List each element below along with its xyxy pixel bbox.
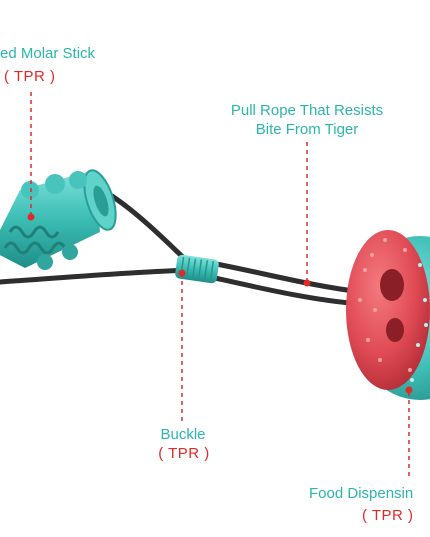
molar-stick-material: ( TPR ) [4, 68, 56, 85]
pull-rope-title-line2: Bite From Tiger [255, 121, 359, 138]
food-ball-material: ( TPR ) [362, 507, 414, 524]
food-ball-title: Food Dispensin [309, 485, 414, 502]
buckle-material: ( TPR ) [158, 445, 210, 462]
pull-rope-title-line1: Pull Rope That Resists [230, 102, 384, 119]
buckle [175, 254, 219, 284]
buckle-title: Buckle [160, 426, 206, 443]
molar-stick-title: ed Molar Stick [0, 45, 96, 62]
molar-stick [0, 169, 117, 270]
food-dispensing-ball [346, 230, 430, 400]
leader-lines [30, 92, 410, 478]
leader-dots [27, 213, 413, 394]
